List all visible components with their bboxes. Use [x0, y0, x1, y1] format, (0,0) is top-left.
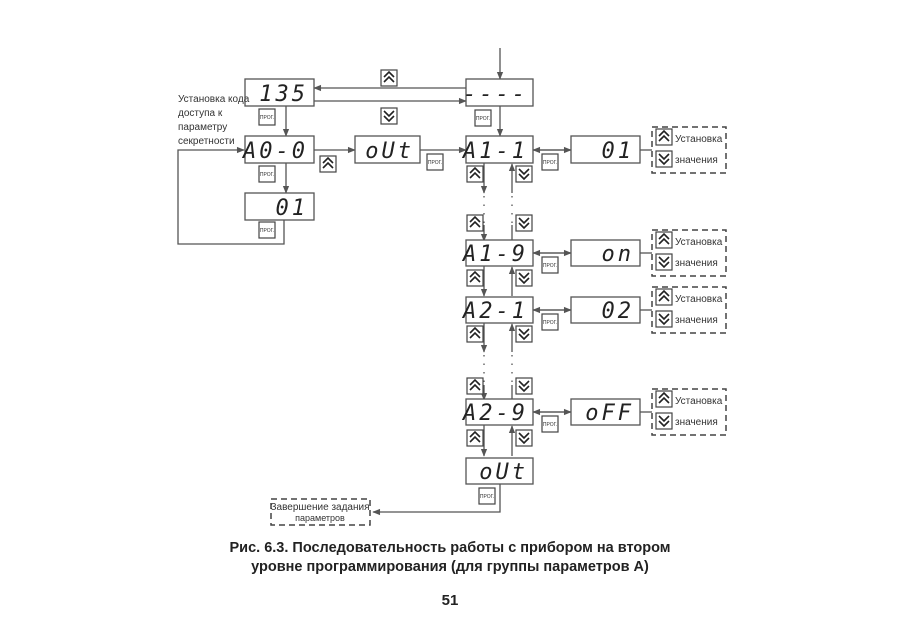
- set-value-label: Установка: [675, 294, 723, 305]
- svg-text:on: on: [602, 242, 635, 267]
- svg-text:Установка кода: Установка кода: [178, 94, 250, 105]
- display-a1-9: A1-9: [461, 239, 534, 267]
- display-a2-9-value: oFF: [570, 398, 641, 426]
- loop-back-to-a0: [177, 146, 285, 245]
- set-value-label: Установка: [675, 396, 723, 407]
- svg-text:ПРОГ.: ПРОГ.: [543, 422, 557, 428]
- svg-text:ПРОГ.: ПРОГ.: [428, 160, 442, 166]
- prog-button[interactable]: ПРОГ.: [258, 108, 276, 126]
- svg-text:ПРОГ.: ПРОГ.: [476, 116, 490, 122]
- svg-text:oFF: oFF: [585, 401, 634, 426]
- prog-button[interactable]: ПРОГ.: [258, 165, 276, 183]
- double-chevron-down-icon[interactable]: [655, 150, 673, 168]
- prog-button[interactable]: ПРОГ.: [426, 153, 444, 171]
- double-chevron-down-icon[interactable]: [515, 214, 533, 232]
- prog-button[interactable]: ПРОГ.: [541, 256, 559, 274]
- display-dashes: ----: [463, 78, 534, 107]
- svg-text:01: 01: [276, 196, 309, 221]
- svg-text:Завершение задания: Завершение задания: [270, 502, 369, 513]
- double-chevron-down-icon[interactable]: [515, 377, 533, 395]
- svg-text:A2-9: A2-9: [461, 401, 528, 426]
- display-out-bottom: oUt: [465, 457, 534, 485]
- finish-box: Завершение задания параметров: [270, 498, 371, 526]
- display-out-top: oUt: [354, 135, 421, 164]
- svg-text:параметров: параметров: [295, 513, 345, 523]
- double-chevron-down-icon[interactable]: [515, 165, 533, 183]
- double-chevron-up-icon[interactable]: [655, 231, 673, 249]
- svg-text:ПРОГ.: ПРОГ.: [260, 172, 274, 178]
- double-chevron-down-icon[interactable]: [655, 412, 673, 430]
- set-value-sublabel: значения: [675, 315, 718, 326]
- svg-text:ПРОГ.: ПРОГ.: [260, 228, 274, 234]
- svg-text:A1-9: A1-9: [461, 242, 528, 267]
- set-value-label: Установка: [675, 237, 723, 248]
- svg-text:параметру: параметру: [178, 122, 227, 133]
- prog-button[interactable]: ПРОГ.: [478, 487, 496, 505]
- prog-button[interactable]: ПРОГ.: [474, 109, 492, 127]
- svg-text:oUt: oUt: [365, 139, 414, 164]
- display-a1-9-value: on: [570, 239, 641, 267]
- svg-text:135: 135: [259, 82, 308, 107]
- display-access-code: 135: [244, 78, 315, 107]
- set-value-label: Установка: [675, 134, 723, 145]
- connectors: [177, 48, 652, 516]
- svg-text:01: 01: [602, 139, 635, 164]
- display-a2-1: A2-1: [461, 296, 534, 324]
- double-chevron-up-icon[interactable]: [466, 429, 484, 447]
- svg-text:доступа к: доступа к: [178, 108, 223, 119]
- display-a2-9: A2-9: [461, 398, 534, 426]
- double-chevron-up-icon[interactable]: [380, 69, 398, 87]
- display-a2-1-value: 02: [570, 296, 641, 324]
- double-chevron-up-icon[interactable]: [655, 128, 673, 146]
- svg-text:секретности: секретности: [178, 136, 235, 147]
- figure-caption-line2: уровне программирования (для группы пара…: [251, 559, 649, 575]
- svg-text:ПРОГ.: ПРОГ.: [480, 494, 494, 500]
- double-chevron-up-icon[interactable]: [319, 155, 337, 173]
- prog-button[interactable]: ПРОГ.: [541, 153, 559, 171]
- display-a0: A0-0: [241, 135, 315, 164]
- double-chevron-up-icon[interactable]: [466, 325, 484, 343]
- svg-text:ПРОГ.: ПРОГ.: [543, 320, 557, 326]
- svg-text:ПРОГ.: ПРОГ.: [543, 160, 557, 166]
- prog-button[interactable]: ПРОГ.: [258, 221, 276, 239]
- svg-text:A0-0: A0-0: [241, 139, 308, 164]
- svg-text:----: ----: [463, 82, 528, 107]
- double-chevron-up-icon[interactable]: [655, 390, 673, 408]
- set-value-sublabel: значения: [675, 417, 718, 428]
- double-chevron-up-icon[interactable]: [466, 214, 484, 232]
- svg-text:ПРОГ.: ПРОГ.: [543, 263, 557, 269]
- double-chevron-down-icon[interactable]: [380, 107, 398, 125]
- access-code-note: Установка кода доступа к параметру секре…: [178, 94, 250, 147]
- figure-caption-line1: Рис. 6.3. Последовательность работы с пр…: [229, 540, 671, 556]
- display-a1-1-value: 01: [570, 135, 641, 164]
- prog-button[interactable]: ПРОГ.: [541, 415, 559, 433]
- display-a0-value: 01: [244, 192, 315, 221]
- double-chevron-up-icon[interactable]: [655, 288, 673, 306]
- double-chevron-down-icon[interactable]: [655, 310, 673, 328]
- display-a1-1: A1-1: [461, 135, 534, 164]
- svg-text:oUt: oUt: [479, 460, 528, 485]
- svg-text:A1-1: A1-1: [461, 139, 528, 164]
- prog-button[interactable]: ПРОГ.: [541, 313, 559, 331]
- set-value-sublabel: значения: [675, 155, 718, 166]
- double-chevron-up-icon[interactable]: [466, 165, 484, 183]
- double-chevron-up-icon[interactable]: [466, 269, 484, 287]
- set-value-sublabel: значения: [675, 258, 718, 269]
- double-chevron-down-icon[interactable]: [515, 325, 533, 343]
- svg-text:A2-1: A2-1: [461, 299, 528, 324]
- double-chevron-up-icon[interactable]: [466, 377, 484, 395]
- page-number: 51: [441, 592, 459, 609]
- double-chevron-down-icon[interactable]: [515, 429, 533, 447]
- svg-text:02: 02: [602, 299, 635, 324]
- double-chevron-down-icon[interactable]: [655, 253, 673, 271]
- svg-text:ПРОГ.: ПРОГ.: [260, 115, 274, 121]
- double-chevron-down-icon[interactable]: [515, 269, 533, 287]
- arrow-to-finish: [372, 484, 501, 516]
